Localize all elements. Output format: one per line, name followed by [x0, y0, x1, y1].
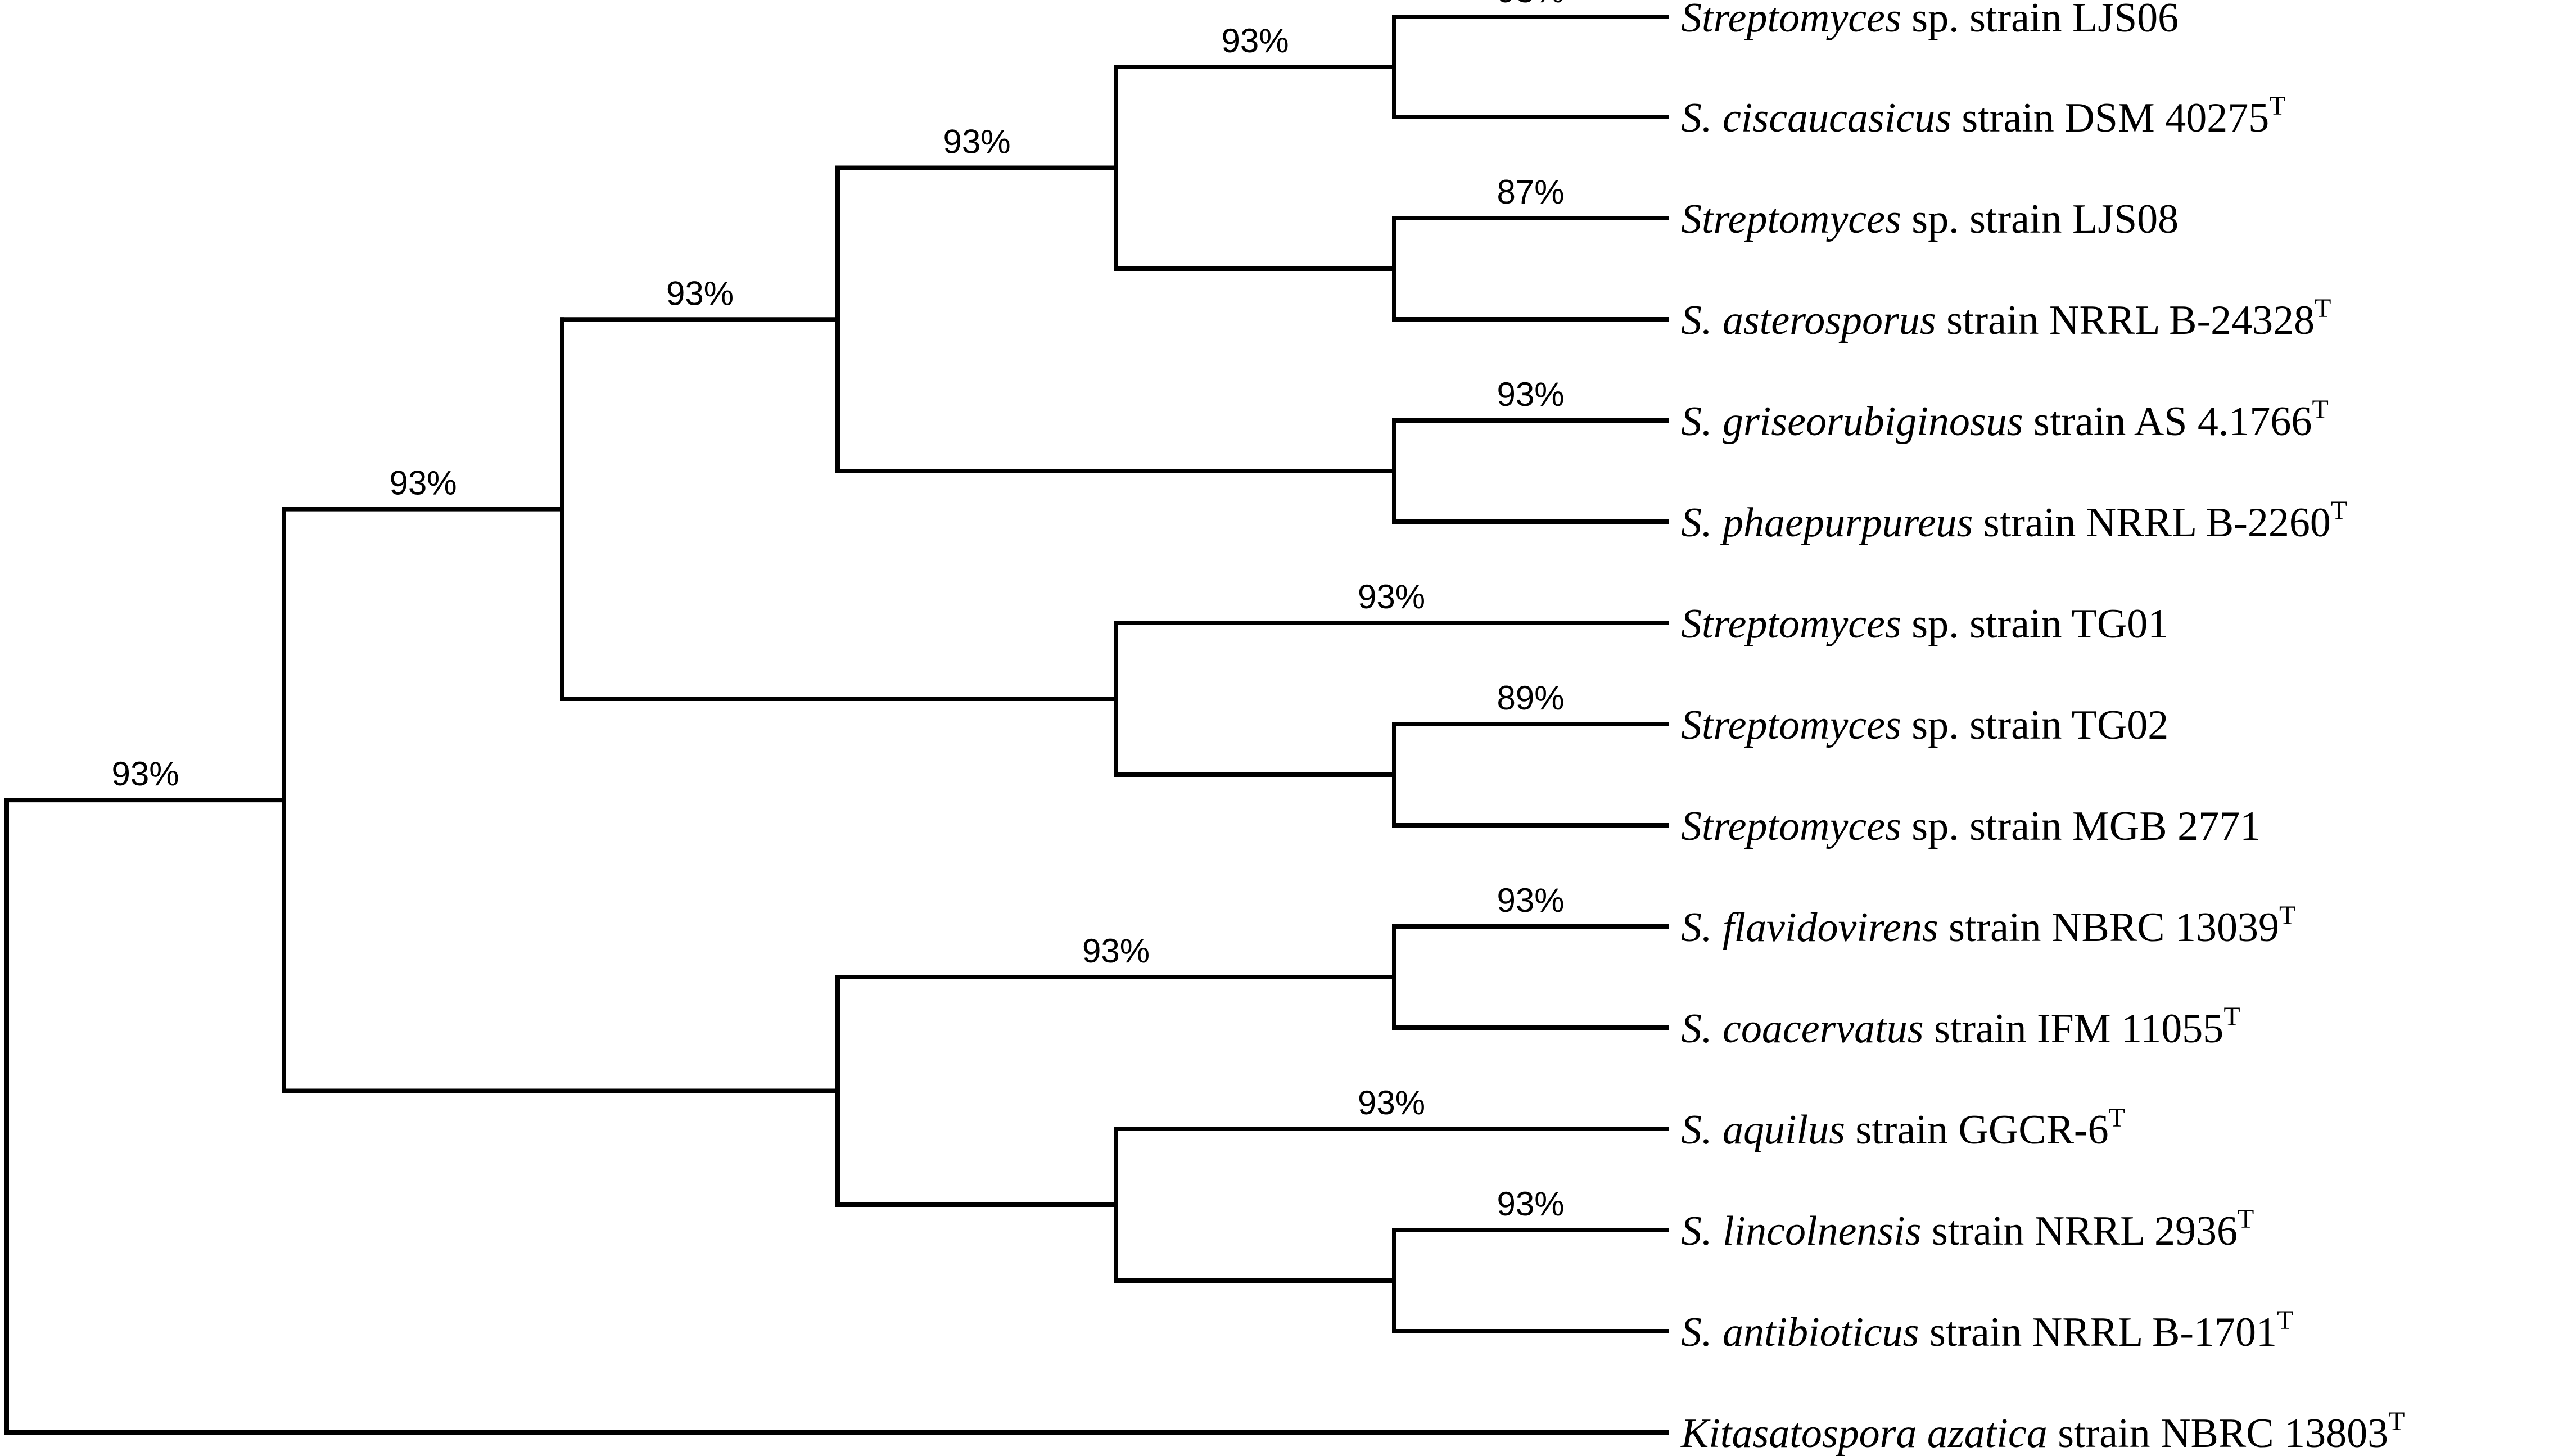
taxon-label: Streptomyces sp. strain MGB 2771: [1681, 803, 2261, 849]
bootstrap-label-n7: 93%: [1358, 578, 1425, 616]
taxon-name: S. phaepurpureus: [1681, 500, 1973, 546]
bootstrap-labels: 93% 87% 93% 93% 93% 89% 93% 93% 93% 93% 93% 93% 93% 9…: [111, 0, 1564, 1223]
bootstrap-label-n8: 93%: [666, 274, 734, 312]
taxon-label: Kitasatospora azatica strain NBRC 13803T: [1680, 1407, 2405, 1456]
bootstrap-label-n9: 93%: [1497, 881, 1564, 919]
bootstrap-label-root: 93%: [111, 755, 179, 793]
taxon-label: S. antibioticus strain NRRL B-1701T: [1681, 1305, 2293, 1355]
taxon-label: S. lincolnensis strain NRRL 2936T: [1681, 1204, 2254, 1254]
taxon-name: S. coacervatus: [1681, 1006, 1924, 1052]
type-strain-superscript: T: [2223, 1002, 2240, 1032]
taxon-name: Streptomyces: [1681, 803, 1901, 849]
taxon-name: S. asterosporus: [1681, 297, 1936, 343]
taxon-label: Streptomyces sp. strain TG01: [1681, 601, 2168, 647]
taxon-label: S. asterosporus strain NRRL B-24328T: [1681, 293, 2331, 343]
taxon-label: S. griseorubiginosus strain AS 4.1766T: [1681, 395, 2329, 445]
bootstrap-label-n3: 93%: [1221, 22, 1289, 60]
strain-designation: strain NBRC 13803: [2048, 1410, 2388, 1456]
taxon-label: S. aquilus strain GGCR-6T: [1681, 1103, 2125, 1153]
taxon-name: S. antibioticus: [1681, 1309, 1919, 1355]
strain-designation: strain IFM 11055: [1924, 1006, 2224, 1052]
bootstrap-label-n13: 93%: [389, 464, 457, 502]
strain-designation: strain DSM 40275: [1951, 95, 2269, 141]
taxon-label: S. flavidovirens strain NBRC 13039T: [1681, 901, 2295, 951]
strain-designation: strain NRRL B-1701: [1919, 1309, 2277, 1355]
bootstrap-label-n10: 93%: [1497, 1185, 1564, 1223]
type-strain-superscript: T: [2109, 1103, 2125, 1133]
strain-designation: sp. strain LJS08: [1901, 196, 2179, 242]
taxon-name: Streptomyces: [1681, 196, 1901, 242]
bootstrap-label-n2: 87%: [1497, 173, 1564, 211]
strain-designation: strain NRRL 2936: [1922, 1208, 2238, 1254]
type-strain-superscript: T: [2315, 293, 2331, 323]
type-strain-superscript: T: [2331, 496, 2347, 526]
taxon-name: S. griseorubiginosus: [1681, 399, 2023, 445]
taxon-labels: Streptomyces sp. strain LJS06 S. ciscauca…: [1680, 0, 2405, 1456]
taxon-label: S. coacervatus strain IFM 11055T: [1681, 1002, 2240, 1052]
strain-designation: sp. strain LJS06: [1901, 0, 2179, 41]
taxon-name: Streptomyces: [1681, 702, 1901, 748]
strain-designation: sp. strain TG02: [1901, 702, 2169, 748]
strain-designation: strain NRRL B-24328: [1936, 297, 2315, 343]
bootstrap-label-n4: 93%: [1497, 376, 1564, 413]
strain-designation: sp. strain TG01: [1901, 601, 2169, 647]
strain-designation: sp. strain MGB 2771: [1901, 803, 2261, 849]
taxon-name: Streptomyces: [1681, 601, 1901, 647]
taxon-name: S. lincolnensis: [1681, 1208, 1922, 1254]
type-strain-superscript: T: [2238, 1204, 2254, 1234]
taxon-name: S. ciscaucasicus: [1681, 95, 1951, 141]
type-strain-superscript: T: [2277, 1305, 2293, 1335]
bootstrap-label-n12: 93%: [1082, 932, 1150, 970]
bootstrap-label-n11: 93%: [1358, 1084, 1425, 1122]
bootstrap-label-n1: 93%: [1497, 0, 1564, 10]
taxon-name: Streptomyces: [1681, 0, 1901, 41]
taxon-label: Streptomyces sp. strain LJS08: [1681, 196, 2179, 242]
taxon-label: S. ciscaucasicus strain DSM 40275T: [1681, 91, 2286, 141]
taxon-label: Streptomyces sp. strain LJS06: [1681, 0, 2179, 41]
bootstrap-label-n5: 93%: [943, 123, 1010, 161]
strain-designation: strain NBRC 13039: [1938, 905, 2279, 951]
type-strain-superscript: T: [2269, 91, 2285, 121]
type-strain-superscript: T: [2312, 395, 2328, 424]
strain-designation: strain GGCR-6: [1845, 1107, 2109, 1153]
taxon-name: Kitasatospora azatica: [1680, 1410, 2048, 1456]
tree-branches: [4, 15, 1669, 1435]
taxon-label: S. phaepurpureus strain NRRL B-2260T: [1681, 496, 2347, 546]
taxon-label: Streptomyces sp. strain TG02: [1681, 702, 2168, 748]
type-strain-superscript: T: [2279, 901, 2295, 930]
bootstrap-label-n6: 89%: [1497, 679, 1564, 717]
type-strain-superscript: T: [2388, 1407, 2405, 1436]
strain-designation: strain AS 4.1766: [2023, 399, 2312, 445]
strain-designation: strain NRRL B-2260: [1973, 500, 2331, 546]
taxon-name: S. flavidovirens: [1681, 905, 1938, 951]
taxon-name: S. aquilus: [1681, 1107, 1845, 1153]
